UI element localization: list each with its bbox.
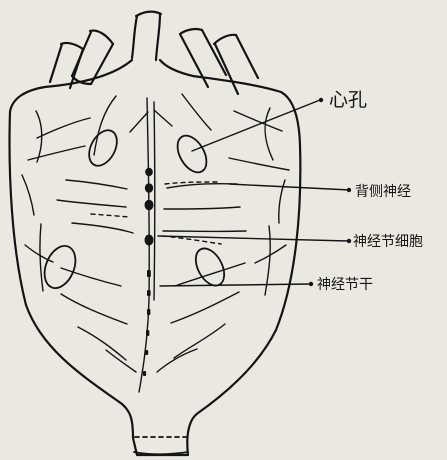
label-ganglion-cell: 神经节细胞: [353, 234, 423, 250]
marker-pore: [319, 98, 323, 102]
marker-dorsal-nerve: [347, 188, 351, 192]
ganglion-cell: [145, 168, 153, 176]
pore-right-lower: [190, 244, 230, 291]
ganglion-cell: [145, 235, 154, 246]
leader-lines: [158, 100, 350, 286]
label-pore: 心孔: [329, 89, 367, 111]
ganglion-cell: [147, 309, 150, 315]
label-dorsal-nerve: 背侧神经: [355, 184, 411, 200]
ganglion-cell: [145, 350, 148, 355]
ganglion-cell: [145, 183, 153, 193]
pore-left-lower: [39, 241, 81, 292]
ganglion-cell: [147, 270, 151, 277]
ganglion-cell: [143, 371, 146, 376]
ganglion-cell: [147, 290, 151, 296]
marker-ganglion-cell: [347, 239, 351, 243]
leader-dorsal-nerve: [229, 184, 350, 190]
pore-left-upper: [83, 126, 122, 171]
internal-network: [22, 94, 289, 392]
outlet-detail: [134, 437, 188, 454]
ganglion-cell: [145, 200, 154, 211]
leader-markers: [309, 98, 351, 286]
marker-ganglion-trunk: [309, 282, 313, 286]
ganglion-cell: [146, 330, 149, 336]
label-ganglion-trunk: 神经节干: [317, 277, 373, 293]
pore-right-upper: [172, 131, 213, 178]
